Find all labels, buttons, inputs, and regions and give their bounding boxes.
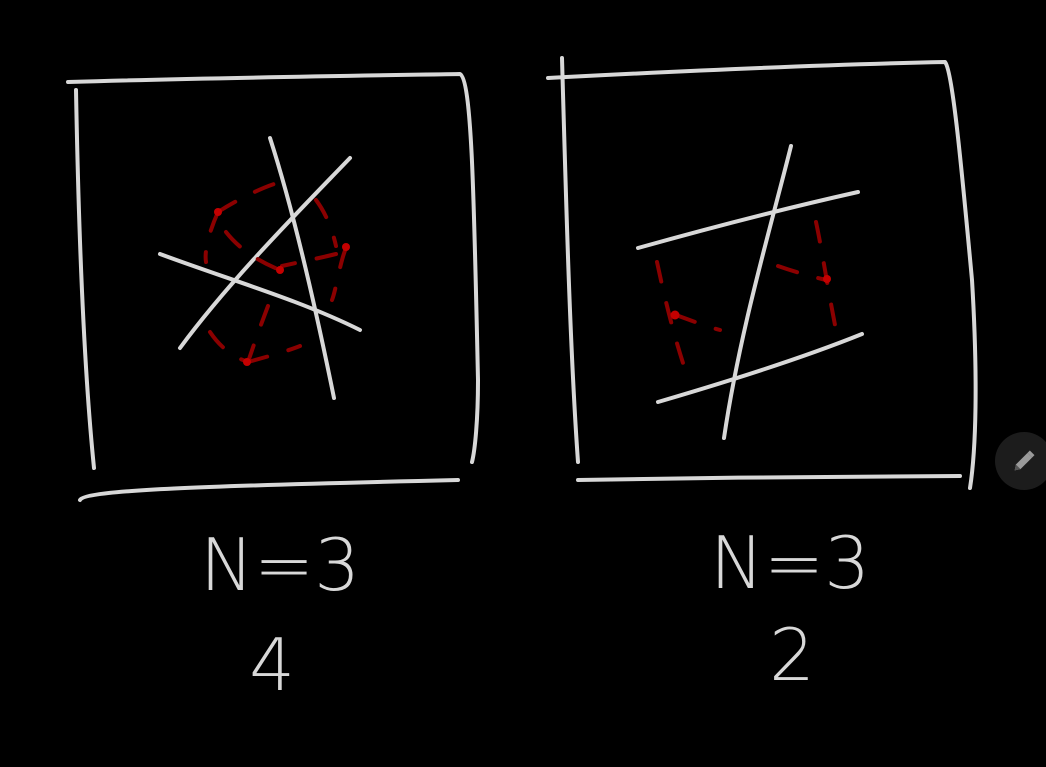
n-label-right: N=3 — [710, 521, 870, 605]
diagram-left: N=3 4 — [66, 72, 480, 707]
frame-right — [546, 56, 978, 490]
line-right-2 — [636, 190, 860, 250]
pencil-tool-button[interactable] — [995, 432, 1046, 490]
line-right-3 — [656, 332, 864, 404]
frame-left — [66, 72, 480, 502]
line-left-2 — [178, 156, 352, 350]
region-dot — [670, 310, 680, 320]
line-left-1 — [268, 136, 336, 400]
region-dot — [823, 275, 831, 283]
region-boundary-right — [655, 220, 838, 374]
diagram-right: N=3 2 — [546, 56, 978, 697]
region-boundary-left — [203, 182, 348, 364]
count-label-right: 2 — [769, 613, 815, 697]
region-dot — [276, 266, 284, 274]
n-label-left: N=3 — [200, 523, 360, 607]
count-label-left: 4 — [249, 623, 295, 707]
pencil-icon — [1014, 450, 1035, 471]
line-right-1 — [722, 144, 793, 440]
region-dot — [243, 358, 251, 366]
line-left-3 — [158, 252, 362, 332]
region-dot — [342, 243, 350, 251]
region-dot — [214, 208, 222, 216]
